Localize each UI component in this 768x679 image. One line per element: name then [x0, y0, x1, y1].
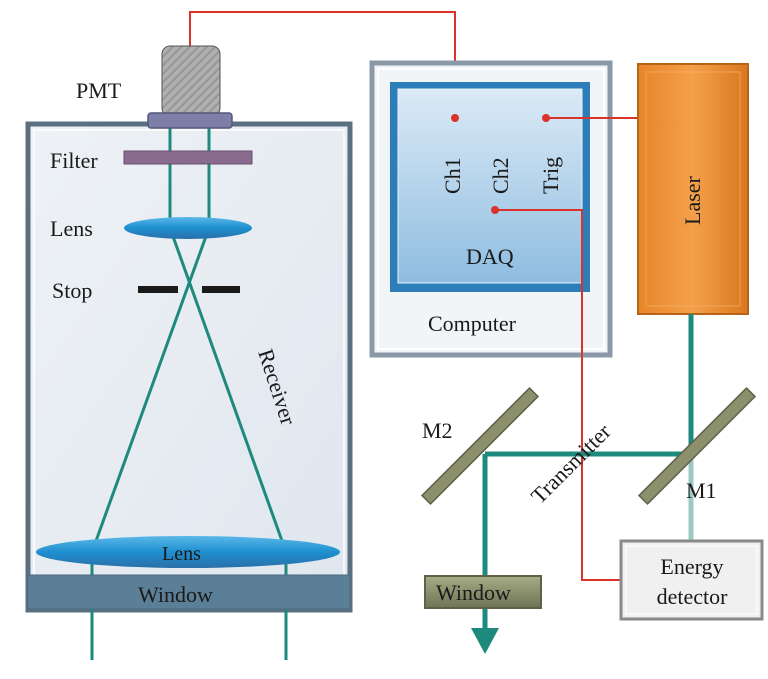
- m2-label: M2: [422, 418, 453, 443]
- energy-detector: [619, 539, 764, 621]
- stop-aperture: [138, 286, 240, 293]
- pmt-label: PMT: [76, 78, 122, 103]
- filter: [123, 150, 253, 165]
- laser-label: Laser: [680, 175, 705, 225]
- wire-ch2-energy: [495, 209, 622, 581]
- trig-label: Trig: [538, 157, 563, 194]
- stop-label: Stop: [52, 278, 92, 303]
- receiver-window: [27, 574, 351, 610]
- lens-top-label: Lens: [50, 216, 93, 241]
- energy-detector-label-1: Energy: [660, 554, 723, 579]
- lens-top: [124, 217, 252, 239]
- mirror-m2: [420, 386, 540, 506]
- pmt: [147, 45, 233, 129]
- transmitter-window-label: Window: [436, 580, 511, 605]
- energy-detector-label-2: detector: [657, 584, 729, 609]
- transmitter-label: Transmitter: [526, 418, 616, 508]
- ch1-port: [451, 114, 459, 122]
- transmitter-window: [424, 575, 542, 609]
- receiver-housing: [25, 121, 353, 613]
- m1-label: M1: [686, 478, 717, 503]
- lens-bottom: [36, 536, 340, 568]
- lens-bottom-label: Lens: [162, 543, 201, 565]
- mirror-m1: [637, 386, 757, 506]
- computer-label: Computer: [428, 311, 517, 336]
- receiver-window-label: Window: [138, 582, 213, 607]
- ch2-label: Ch2: [488, 157, 513, 194]
- ch1-label: Ch1: [440, 157, 465, 194]
- filter-label: Filter: [50, 148, 98, 173]
- daq-label: DAQ: [466, 244, 514, 269]
- output-arrow: [471, 628, 499, 654]
